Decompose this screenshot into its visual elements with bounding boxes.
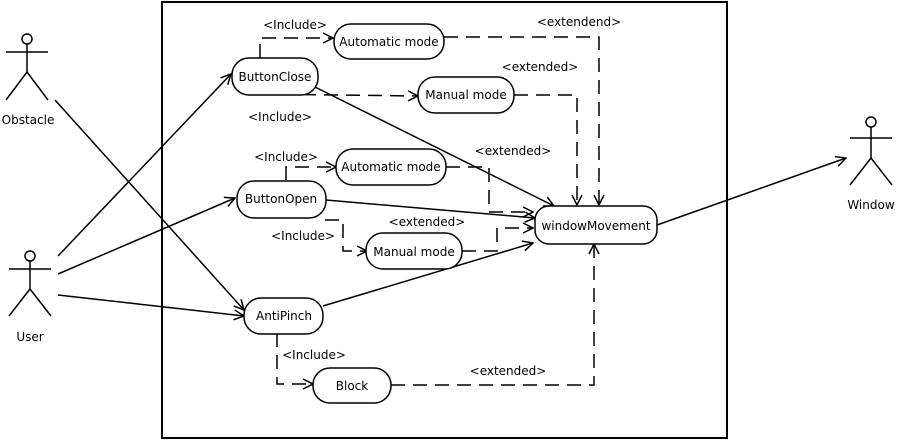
extend-automatic-top — [444, 36, 599, 205]
use-case-window-movement[interactable]: windowMovement — [534, 205, 658, 245]
association-windowmovement-window — [656, 158, 846, 226]
label-extended-3: <extended> — [475, 144, 552, 158]
actor-user[interactable]: User — [8, 250, 52, 344]
label-include-2: <Include> — [248, 110, 312, 124]
use-case-automatic-mode-top-label: Automatic mode — [339, 35, 438, 49]
use-case-automatic-mode-mid[interactable]: Automatic mode — [335, 148, 447, 186]
association-buttonopen-windowmovement — [325, 199, 535, 218]
actor-window-label: Window — [847, 198, 895, 212]
label-include-4: <Include> — [271, 229, 335, 243]
actor-user-label: User — [16, 330, 43, 344]
association-user-buttonopen — [57, 198, 235, 275]
association-antipinch-windowmovement — [322, 243, 533, 307]
use-case-manual-mode-top-label: Manual mode — [425, 88, 506, 102]
use-case-button-open[interactable]: ButtonOpen — [236, 180, 327, 219]
use-case-anti-pinch[interactable]: AntiPinch — [243, 297, 324, 335]
extend-block — [391, 244, 594, 386]
use-case-anti-pinch-label: AntiPinch — [256, 309, 312, 323]
use-case-block-label: Block — [336, 379, 369, 393]
actor-window[interactable]: Window — [847, 116, 895, 212]
use-case-manual-mode-mid-label: Manual mode — [373, 245, 454, 259]
use-case-manual-mode-top[interactable]: Manual mode — [417, 76, 515, 114]
use-case-automatic-mode-mid-label: Automatic mode — [341, 160, 440, 174]
label-include-5: <Include> — [282, 348, 346, 362]
associations — [54, 74, 846, 316]
label-extendend-1: <extendend> — [537, 15, 621, 29]
use-case-window-movement-label: windowMovement — [541, 219, 650, 233]
use-case-button-close-label: ButtonClose — [239, 70, 312, 84]
stereotype-labels: <Include> <extendend> <extended> <Includ… — [248, 15, 621, 378]
label-include-1: <Include> — [263, 18, 327, 32]
extend-manual-mid — [462, 228, 533, 252]
use-case-automatic-mode-top[interactable]: Automatic mode — [333, 23, 445, 60]
association-user-antipinch — [57, 294, 244, 316]
include-buttonopen-automatic — [285, 167, 336, 180]
include-antipinch-block — [276, 333, 313, 384]
actor-obstacle[interactable]: Obstacle — [2, 33, 55, 127]
actor-obstacle-label: Obstacle — [2, 113, 55, 127]
association-buttonclose-windowmovement — [314, 86, 554, 206]
use-case-manual-mode-mid[interactable]: Manual mode — [365, 232, 463, 270]
label-include-3: <Include> — [254, 150, 318, 164]
label-extended-2: <extended> — [502, 60, 579, 74]
extend-automatic-mid — [446, 166, 533, 212]
include-buttonclose-automatic — [259, 38, 333, 58]
association-obstacle-antipinch — [54, 99, 244, 310]
association-user-buttonclose — [57, 74, 231, 257]
label-extended-4: <extended> — [389, 215, 466, 229]
extend-manual-top — [514, 94, 577, 205]
use-case-block[interactable]: Block — [312, 367, 392, 404]
include-buttonopen-manual — [325, 219, 367, 251]
use-case-button-close[interactable]: ButtonClose — [231, 57, 319, 96]
use-case-button-open-label: ButtonOpen — [245, 192, 317, 206]
label-extended-5: <extended> — [470, 364, 547, 378]
